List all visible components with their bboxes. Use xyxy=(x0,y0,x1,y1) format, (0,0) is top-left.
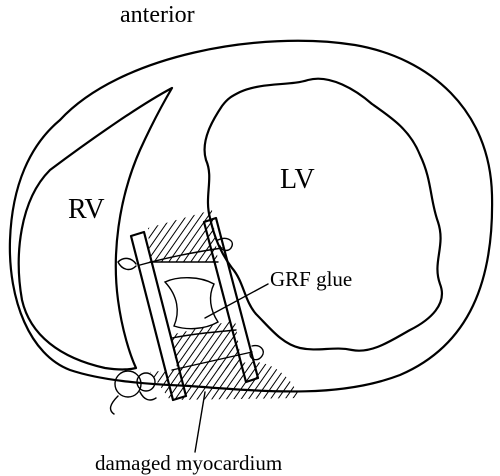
hatched-region-lower xyxy=(150,361,300,400)
leader-line-glue xyxy=(204,283,269,319)
suture-upper-right xyxy=(217,237,233,252)
label-anterior: anterior xyxy=(120,2,195,28)
suture-upper-left xyxy=(117,257,137,271)
label-glue: GRF glue xyxy=(270,267,352,291)
heart-outer-wall xyxy=(8,39,494,393)
label-rv: RV xyxy=(68,194,105,225)
suture-thread-middle xyxy=(139,247,223,266)
glue-filled-defect xyxy=(163,277,219,330)
leader-line-damaged xyxy=(194,391,206,453)
felt-strip-left xyxy=(129,230,188,402)
suture-lower-right xyxy=(249,344,264,361)
hatched-region-upper xyxy=(148,210,218,262)
right-ventricle-cavity xyxy=(17,86,174,371)
felt-strip-right xyxy=(202,216,260,384)
defect-edge-lower xyxy=(171,329,237,339)
label-damaged-myocardium: damaged myocardium xyxy=(95,451,282,475)
suture-knot-tails xyxy=(109,391,157,415)
suture-thread-lower xyxy=(171,351,253,371)
label-lv: LV xyxy=(280,164,315,195)
suture-knot-loop-small xyxy=(136,372,156,392)
suture-knot-loop-large xyxy=(114,370,142,398)
left-ventricle-cavity xyxy=(203,77,443,352)
